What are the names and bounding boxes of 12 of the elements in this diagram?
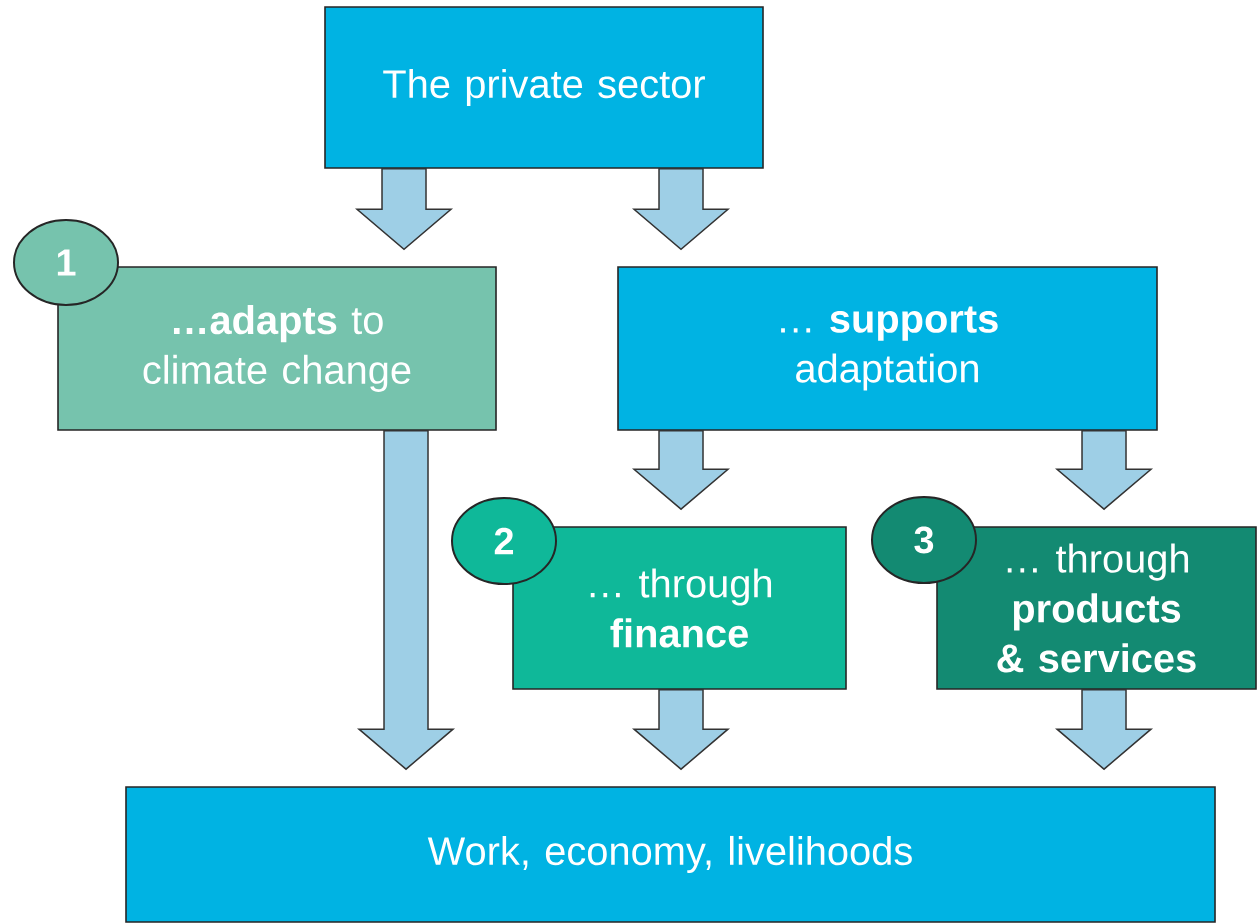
block-arrow [631,168,731,251]
text-box: The private sector [324,6,764,169]
block-arrow [354,168,454,251]
text-box: … through finance [512,526,847,690]
block-arrow [356,430,456,771]
block-arrow [1054,430,1154,511]
text-box: … supports adaptation [617,266,1158,431]
block-arrow [1054,689,1154,771]
text-box: Work, economy, livelihoods [125,786,1216,923]
block-arrow [631,689,731,771]
block-arrow [631,430,731,511]
text-box: … through products & services [936,526,1257,690]
